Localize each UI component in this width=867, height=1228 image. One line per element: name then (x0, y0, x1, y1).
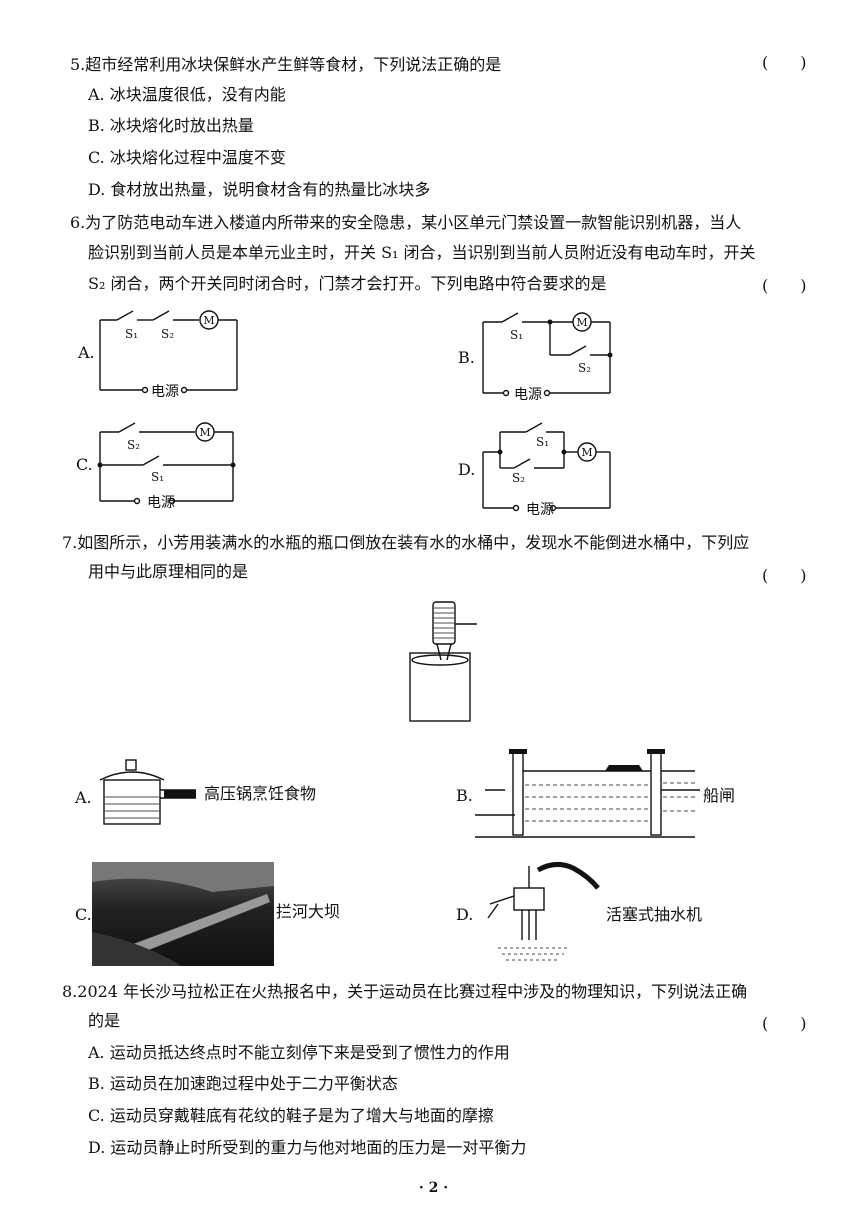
motor-icon: M (203, 314, 214, 327)
motor-icon: M (576, 316, 587, 329)
q5-option-a: A. 冰块温度很低，没有内能 (88, 85, 286, 104)
q5-option-c: C. 冰块熔化过程中温度不变 (88, 148, 286, 167)
q5-stem: 5.超市经常利用冰块保鲜水产生鲜等食材，下列说法正确的是 (70, 55, 502, 74)
q7-answer-paren: ( ) (762, 566, 807, 585)
switch-s2-label: S₂ (578, 361, 591, 375)
circuit-c-label: C. (76, 455, 93, 474)
q5-option-b: B. 冰块熔化时放出热量 (88, 116, 254, 135)
q8-answer-paren: ( ) (762, 1014, 807, 1033)
switch-s2-label: S₂ (127, 438, 140, 452)
circuit-a-diagram: M S₁ S₂ 电源 (99, 310, 238, 400)
switch-s1-label: S₁ (536, 435, 549, 449)
q6-stem-line3: S₂ 闭合，两个开关同时闭合时，门禁才会打开。下列电路中符合要求的是 (88, 274, 607, 293)
q8-option-b: B. 运动员在加速跑过程中处于二力平衡状态 (88, 1074, 398, 1093)
switch-s1-label: S₁ (125, 327, 138, 341)
ship-lock-figure (475, 749, 700, 838)
q8-stem-line1: 8.2024 年长沙马拉松正在火热报名中，关于运动员在比赛过程中涉及的物理知识，… (62, 982, 748, 1001)
q7-option-c-caption: 拦河大坝 (276, 902, 341, 921)
q6-stem-line1: 6.为了防范电动车进入楼道内所带来的安全隐患，某小区单元门禁设置一款智能识别机器… (70, 213, 742, 232)
q7-option-b-label: B. (456, 786, 473, 805)
q7-option-d-caption: 活塞式抽水机 (606, 905, 703, 924)
motor-icon: M (199, 426, 210, 439)
q5-option-d: D. 食材放出热量，说明食材含有的热量比冰块多 (88, 180, 431, 199)
circuit-d-label: D. (458, 460, 476, 479)
switch-s1-label: S₁ (510, 328, 523, 342)
circuit-b-diagram: M S₁ S₂ 电源 (482, 312, 613, 403)
circuit-c-diagram: M S₂ S₁ 电源 (97, 422, 236, 511)
q7-option-b-caption: 船闸 (703, 786, 736, 805)
q7-stem-line1: 7.如图所示，小芳用装满水的水瓶的瓶口倒放在装有水的水桶中，发现水不能倒进水桶中… (62, 533, 750, 552)
q8-option-d: D. 运动员静止时所受到的重力与他对地面的压力是一对平衡力 (88, 1138, 527, 1157)
q7-option-d-label: D. (456, 905, 474, 924)
switch-s2-label: S₂ (161, 327, 174, 341)
power-source-label: 电源 (147, 495, 175, 511)
circuit-b-label: B. (458, 348, 475, 367)
q6-answer-paren: ( ) (762, 276, 807, 295)
q7-option-c-label: C. (75, 905, 92, 924)
power-source-label: 电源 (151, 384, 179, 400)
motor-icon: M (581, 446, 592, 459)
switch-s2-label: S₂ (512, 471, 525, 485)
q8-stem-line2: 的是 (88, 1011, 121, 1030)
q8-option-a: A. 运动员抵达终点时不能立刻停下来是受到了惯性力的作用 (88, 1043, 510, 1062)
switch-s1-label: S₁ (151, 470, 164, 484)
q8-option-c: C. 运动员穿戴鞋底有花纹的鞋子是为了增大与地面的摩擦 (88, 1106, 494, 1125)
bottle-in-bucket-figure (409, 601, 477, 722)
page-number: · 2 · (418, 1180, 449, 1196)
circuit-a-label: A. (78, 343, 95, 362)
q7-option-a-caption: 高压锅烹饪食物 (204, 784, 317, 803)
piston-pump-figure (487, 862, 600, 961)
power-source-label: 电源 (514, 387, 542, 403)
q5-answer-paren: ( ) (762, 53, 807, 72)
power-source-label: 电源 (526, 502, 554, 518)
q7-stem-line2: 用中与此原理相同的是 (88, 562, 249, 581)
pressure-cooker-figure (99, 759, 196, 825)
q6-stem-line2: 脸识别到当前人员是本单元业主时，开关 S₁ 闭合，当识别到当前人员附近没有电动车… (88, 243, 756, 262)
circuit-d-diagram: M S₁ S₂ 电源 (482, 422, 611, 518)
q7-option-a-label: A. (75, 788, 92, 807)
dam-photo (92, 862, 274, 966)
